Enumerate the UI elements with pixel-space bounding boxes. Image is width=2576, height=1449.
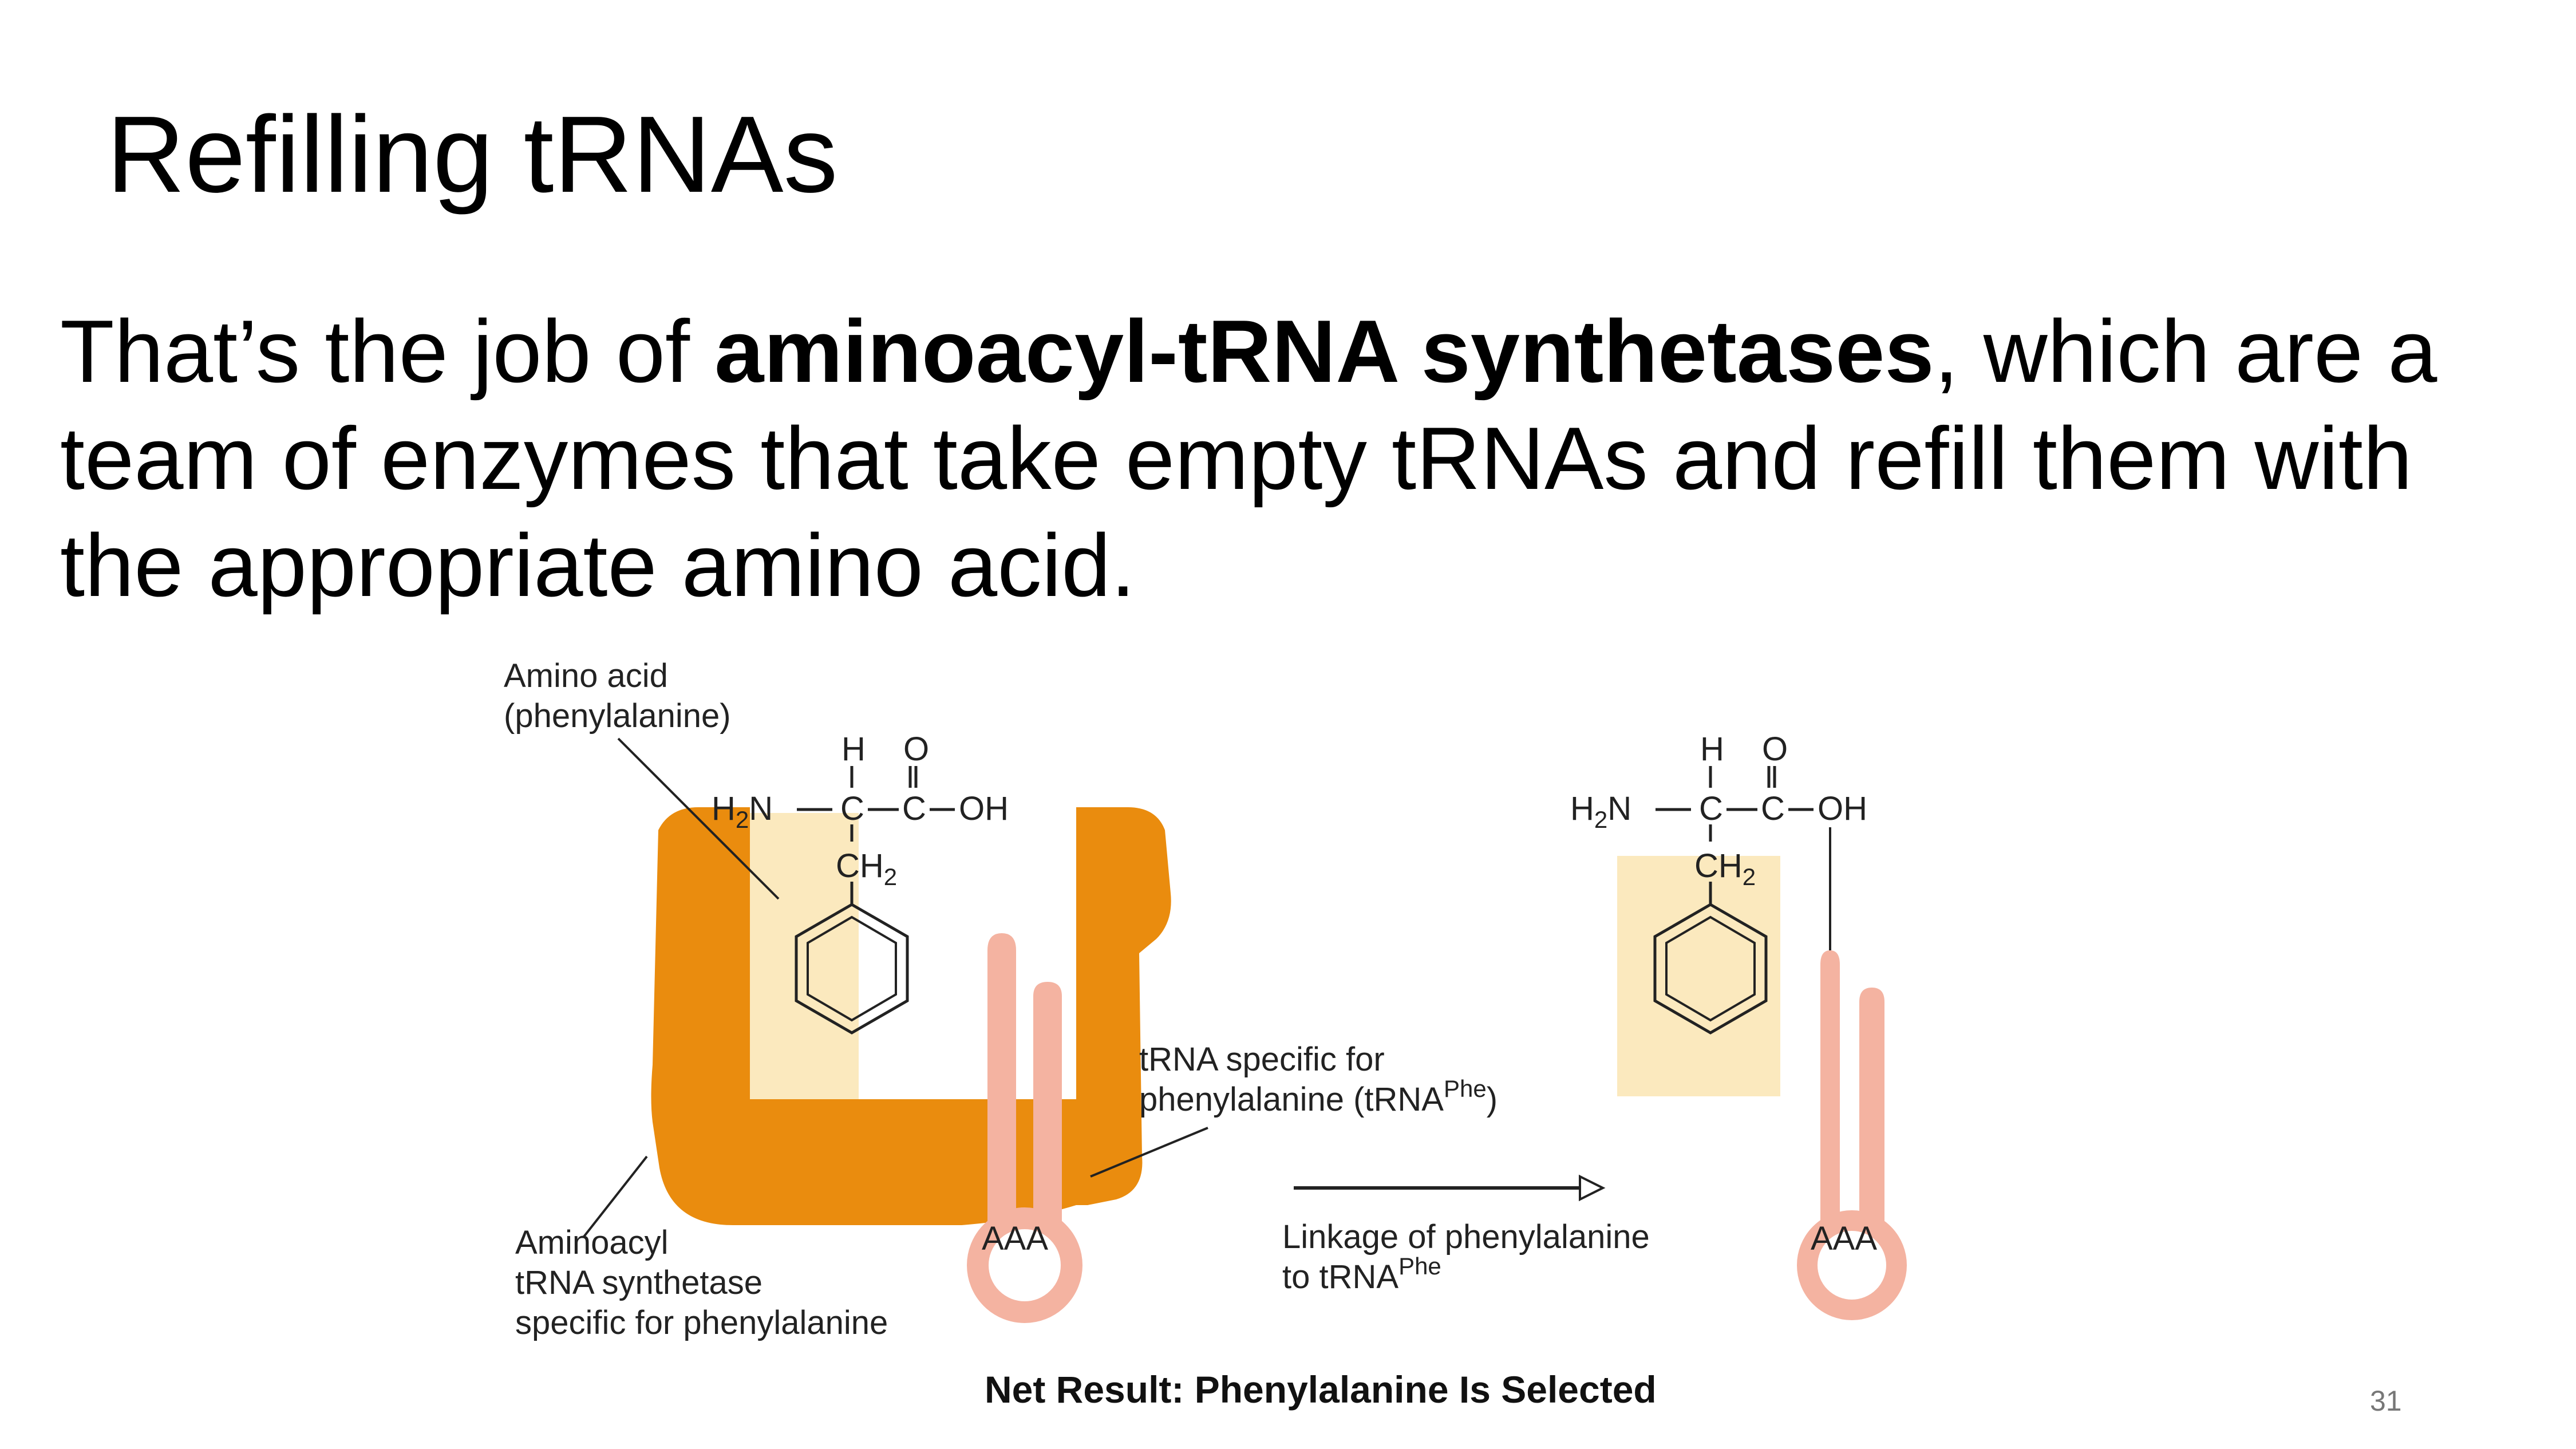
synthetase-label-line3: specific for phenylalanine <box>515 1304 888 1341</box>
reaction-arrow-head <box>1579 1174 1606 1202</box>
benzene-ring-right <box>1653 903 1768 1035</box>
trna-charging-figure: H O H2N C C OH CH2 Amino acid (phen <box>481 653 1963 1420</box>
amino-acid-label-line1: Amino acid <box>504 657 668 694</box>
amino-acid-label-line2: (phenylalanine) <box>504 697 731 735</box>
h2n-right: H2N <box>1570 790 1631 833</box>
figure-caption: Net Result: Phenylalanine Is Selected <box>985 1368 1657 1411</box>
binding-pocket-right <box>1617 856 1780 1096</box>
ch2-right: CH2 <box>1694 847 1756 890</box>
linkage-label-line1: Linkage of phenylalanine <box>1282 1218 1650 1255</box>
trna-label-line2: phenylalanine (tRNAPhe) <box>1139 1075 1498 1118</box>
anticodon-left: AAA <box>982 1220 1048 1257</box>
body-text-suffix: , which are a team of enzymes that take … <box>60 302 2437 615</box>
atom-c2-left: C <box>902 790 926 827</box>
atom-o-left: O <box>903 731 929 768</box>
atom-oh-left: OH <box>959 790 1009 827</box>
amino-acid-left: H O H2N C C OH CH2 <box>712 731 1009 1035</box>
atom-c1-left: C <box>840 790 864 827</box>
binding-pocket <box>750 813 859 1099</box>
trna-left-stem <box>987 933 1016 1231</box>
linkage-label-line2: to tRNAPhe <box>1282 1253 1441 1296</box>
atom-h-left: H <box>841 731 866 768</box>
trna-left <box>967 933 1082 1323</box>
atom-c2-right: C <box>1761 790 1785 827</box>
trna-left-stem-right <box>1033 982 1062 1231</box>
h2n-left: H2N <box>712 790 773 833</box>
trna-left-anticodon-loop <box>967 1207 1082 1323</box>
body-text-prefix: That’s the job of <box>60 302 715 401</box>
synthetase-enzyme <box>651 807 1171 1225</box>
benzene-inner-right <box>1665 915 1756 1022</box>
slide-title: Refilling tRNAs <box>106 94 838 215</box>
trna-charging-diagram: H O H2N C C OH CH2 Amino acid (phen <box>504 657 1907 1411</box>
anticodon-right: AAA <box>1811 1220 1877 1257</box>
atom-oh-right: OH <box>1818 790 1867 827</box>
synthetase-pointer <box>583 1155 648 1238</box>
trna-right-stem-right <box>1859 988 1884 1231</box>
slide-body: That’s the job of aminoacyl-tRNA synthet… <box>60 298 2464 619</box>
trna-right-stem <box>1820 950 1840 1231</box>
trna-right <box>1797 950 1907 1320</box>
body-text-bold: aminoacyl-tRNA synthetases <box>714 302 1934 401</box>
atom-c1-right: C <box>1699 790 1723 827</box>
synthetase-label-line1: Aminoacyl <box>515 1224 669 1261</box>
amino-acid-right: H O H2N C C OH CH2 <box>1570 731 1867 1035</box>
benzene-inner-left <box>807 915 897 1022</box>
atom-o-right: O <box>1762 731 1788 768</box>
trna-pointer <box>1090 1127 1208 1178</box>
amino-acid-pointer <box>617 737 780 900</box>
page-number: 31 <box>2370 1385 2402 1417</box>
trna-right-anticodon-loop <box>1797 1210 1907 1320</box>
ch2-left: CH2 <box>836 847 897 890</box>
trna-label-line1: tRNA specific for <box>1139 1041 1385 1078</box>
synthetase-label-line2: tRNA synthetase <box>515 1264 762 1301</box>
benzene-ring-left <box>795 903 909 1035</box>
atom-h-right: H <box>1700 731 1724 768</box>
